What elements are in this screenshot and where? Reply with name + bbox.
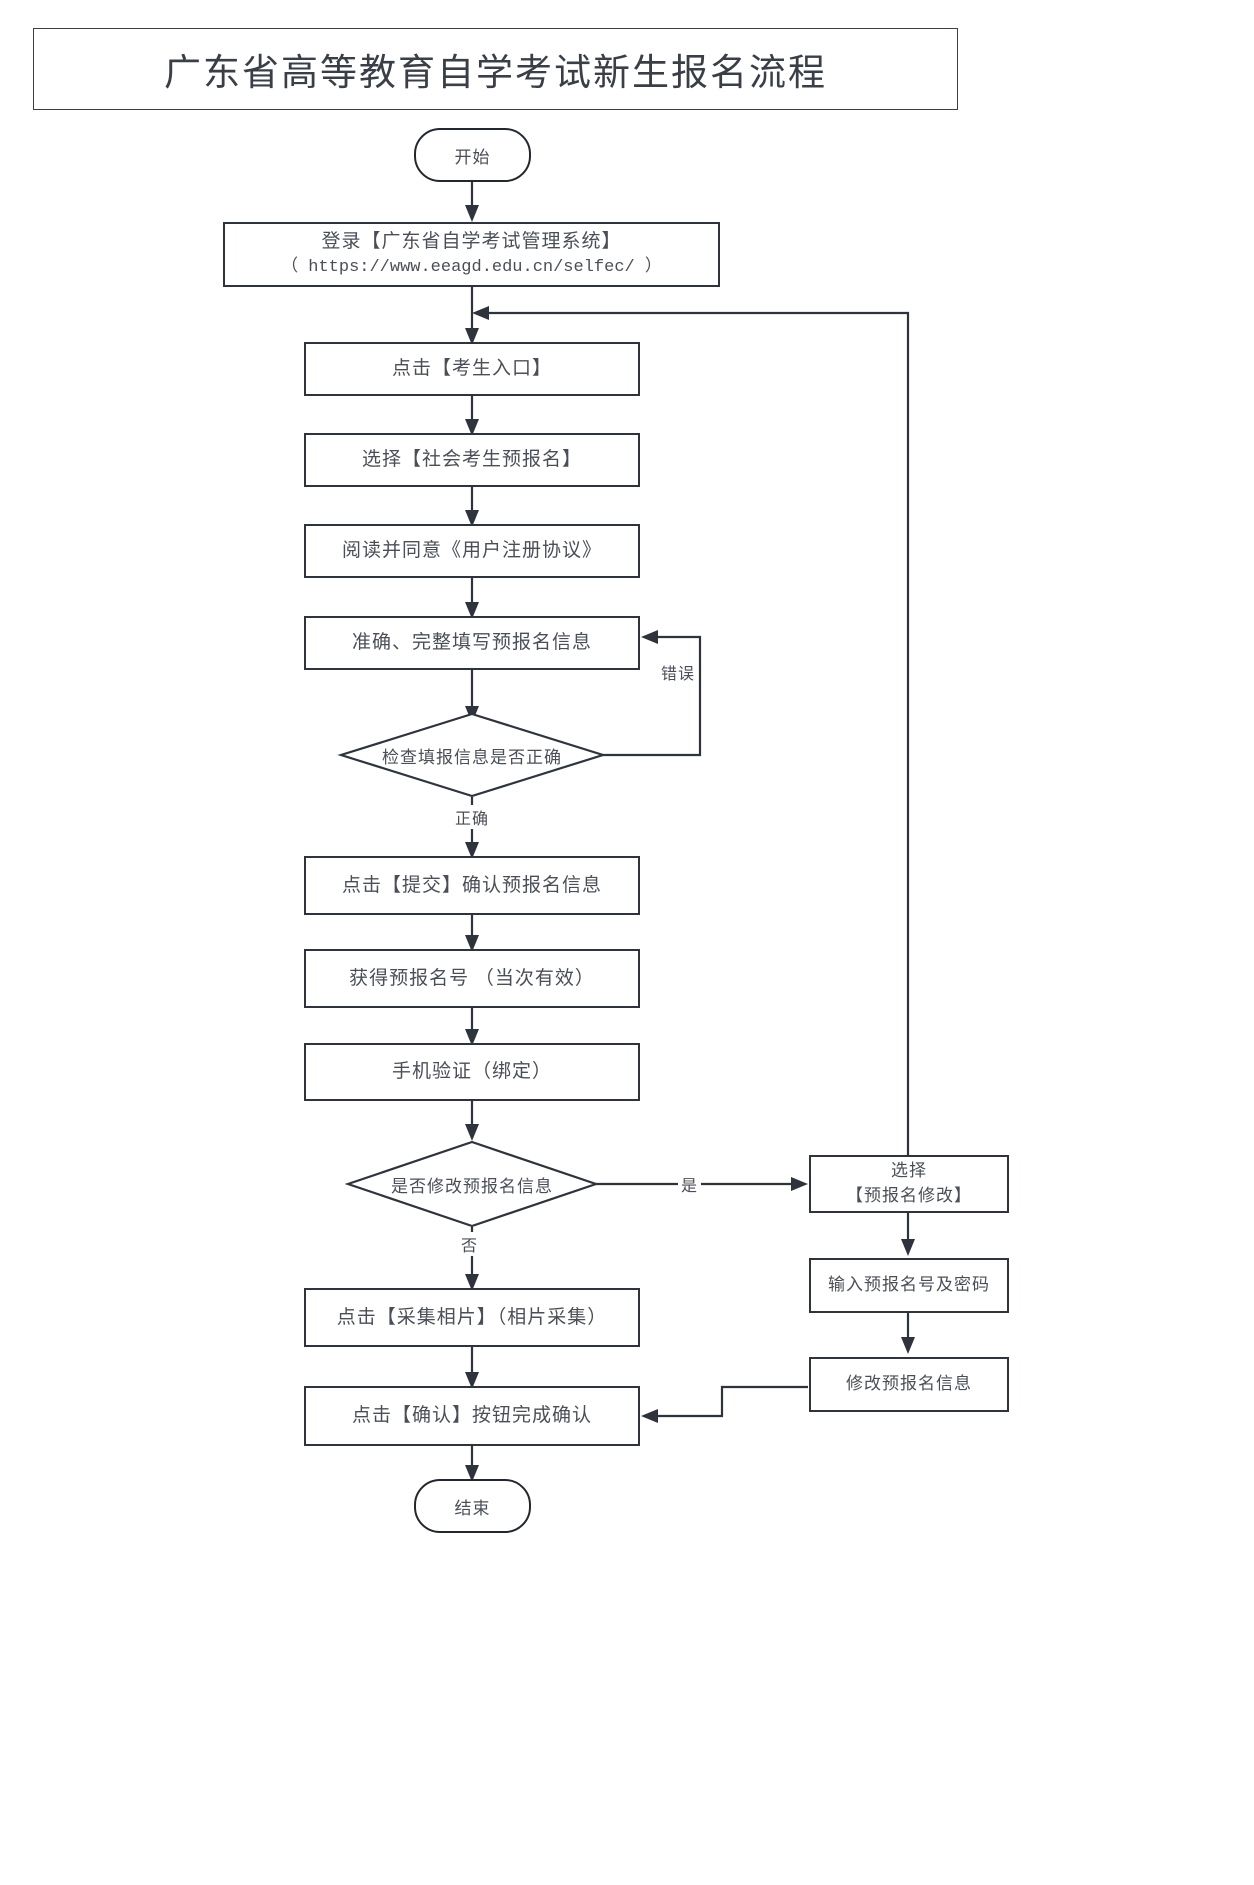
step-select-modify[interactable]: 选择 【预报名修改】 — [809, 1155, 1009, 1213]
step-select-modify-line2: 【预报名修改】 — [846, 1186, 972, 1205]
edge-label-no: 否 — [458, 1232, 482, 1256]
end-node-label: 结束 — [454, 1498, 491, 1518]
step-candidate-entry-label: 点击【考生入口】 — [391, 358, 552, 380]
step-final-confirm-label: 点击【确认】按钮完成确认 — [351, 1405, 592, 1427]
step-candidate-entry[interactable]: 点击【考生入口】 — [304, 342, 640, 396]
step-fill-info[interactable]: 准确、完整填写预报名信息 — [304, 616, 640, 670]
login-step-url: （ https://www.eeagd.edu.cn/selfec/ ） — [281, 257, 662, 277]
login-step-box[interactable]: 登录【广东省自学考试管理系统】 （ https://www.eeagd.edu.… — [223, 222, 720, 287]
step-fill-info-label: 准确、完整填写预报名信息 — [351, 632, 592, 654]
step-photo-collect-label: 点击【采集相片】（相片采集） — [336, 1306, 608, 1328]
edge-label-wrong: 错误 — [658, 660, 699, 684]
page-title: 广东省高等教育自学考试新生报名流程 — [164, 53, 827, 94]
step-select-modify-line1: 选择 — [891, 1161, 927, 1181]
login-step-line1: 登录【广东省自学考试管理系统】 — [321, 231, 622, 253]
step-social-pre-registration[interactable]: 选择【社会考生预报名】 — [304, 433, 640, 487]
step-input-credentials[interactable]: 输入预报名号及密码 — [809, 1258, 1009, 1313]
decision-modify-info[interactable]: 是否修改预报名信息 — [344, 1140, 600, 1228]
decision-check-info[interactable]: 检查填报信息是否正确 — [337, 712, 607, 798]
step-get-pre-reg-number[interactable]: 获得预报名号 （当次有效） — [304, 949, 640, 1008]
decision-modify-info-shape — [344, 1140, 600, 1228]
step-read-agreement-label: 阅读并同意《用户注册协议》 — [341, 540, 602, 562]
step-submit-confirm-label: 点击【提交】确认预报名信息 — [341, 874, 602, 896]
step-do-modify-label: 修改预报名信息 — [846, 1374, 972, 1394]
step-final-confirm[interactable]: 点击【确认】按钮完成确认 — [304, 1386, 640, 1446]
step-phone-verify[interactable]: 手机验证（绑定） — [304, 1043, 640, 1101]
step-photo-collect[interactable]: 点击【采集相片】（相片采集） — [304, 1288, 640, 1347]
decision-check-info-shape — [337, 712, 607, 798]
step-submit-confirm[interactable]: 点击【提交】确认预报名信息 — [304, 856, 640, 915]
edge-label-correct: 正确 — [452, 805, 493, 829]
step-phone-verify-label: 手机验证（绑定） — [391, 1061, 552, 1083]
step-input-credentials-label: 输入预报名号及密码 — [828, 1275, 990, 1295]
step-social-pre-registration-label: 选择【社会考生预报名】 — [361, 449, 582, 471]
step-read-agreement[interactable]: 阅读并同意《用户注册协议》 — [304, 524, 640, 578]
step-get-pre-reg-number-label: 获得预报名号 （当次有效） — [349, 967, 595, 989]
chart-title-box: 广东省高等教育自学考试新生报名流程 — [33, 28, 958, 110]
start-node[interactable]: 开始 — [414, 128, 531, 182]
edge-label-yes: 是 — [678, 1172, 702, 1196]
step-do-modify[interactable]: 修改预报名信息 — [809, 1357, 1009, 1412]
start-node-label: 开始 — [454, 147, 491, 167]
end-node[interactable]: 结束 — [414, 1479, 531, 1533]
